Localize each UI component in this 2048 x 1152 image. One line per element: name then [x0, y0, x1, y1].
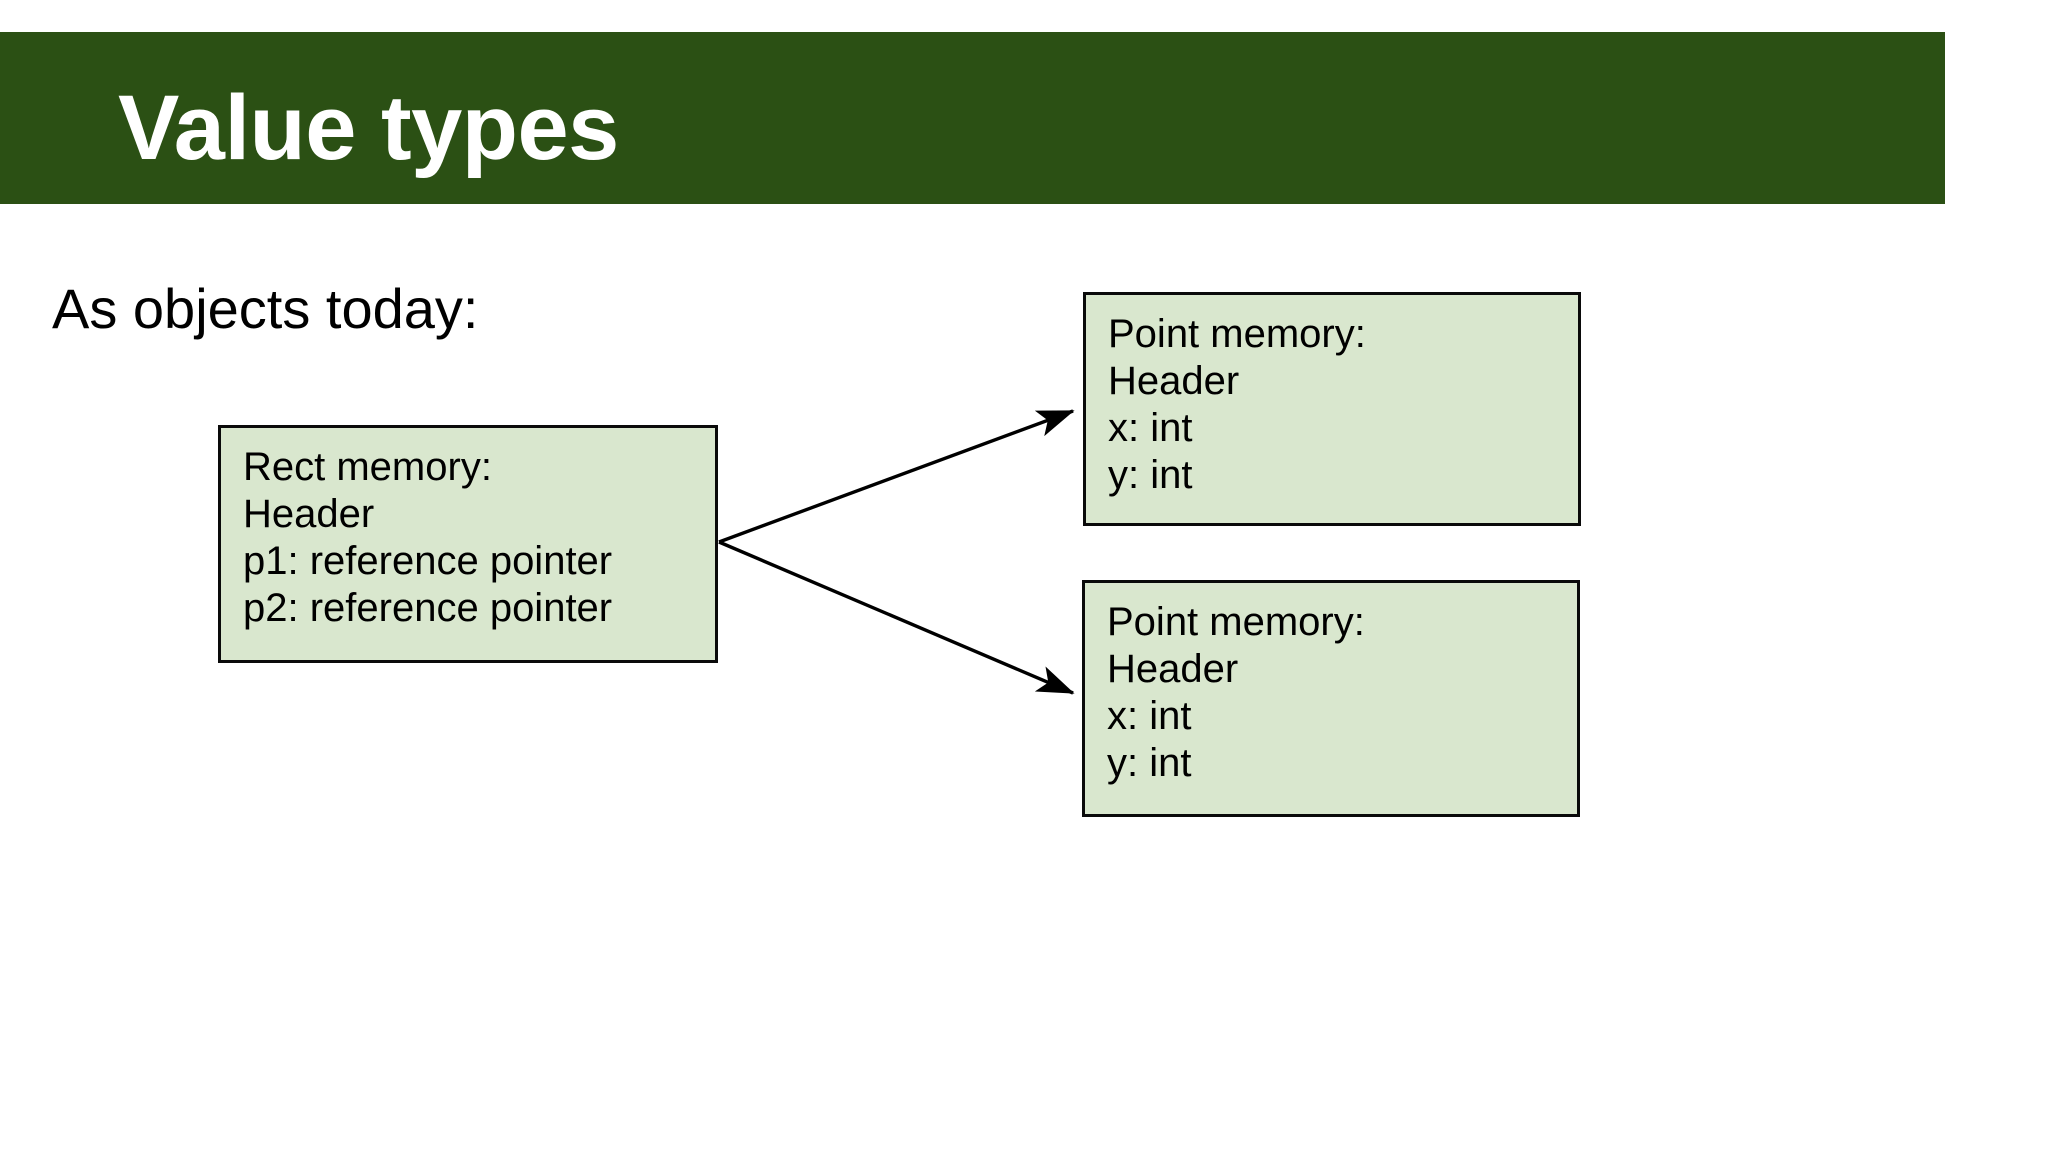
- p2-reference-arrow: [718, 540, 1075, 695]
- rect-memory-line-header: Header: [243, 492, 375, 536]
- point-memory-1-line-x: x: int: [1108, 406, 1193, 450]
- rect-memory-line-p2: p2: reference pointer: [243, 586, 613, 630]
- p1-reference-arrow: [718, 409, 1075, 544]
- point-memory-1-line-y: y: int: [1108, 453, 1193, 497]
- page-title: Value types: [118, 77, 619, 179]
- point-memory-2-line-x: x: int: [1107, 694, 1192, 738]
- point-memory-1-line-title: Point memory:: [1108, 312, 1366, 356]
- body-caption: As objects today:: [52, 277, 479, 340]
- point-memory-2-line-y: y: int: [1107, 741, 1192, 785]
- rect-memory-line-title: Rect memory:: [243, 445, 492, 489]
- point-memory-2-line-header: Header: [1107, 647, 1239, 691]
- point-memory-2-line-title: Point memory:: [1107, 600, 1365, 644]
- point-memory-1-line-header: Header: [1108, 359, 1240, 403]
- point-memory-box-2: Point memory: Header x: int y: int: [1082, 580, 1580, 817]
- point-memory-box-1: Point memory: Header x: int y: int: [1083, 292, 1581, 526]
- slide-title-bar: Value types: [0, 32, 1945, 204]
- rect-memory-line-p1: p1: reference pointer: [243, 539, 613, 583]
- rect-memory-box: Rect memory: Header p1: reference pointe…: [218, 425, 718, 663]
